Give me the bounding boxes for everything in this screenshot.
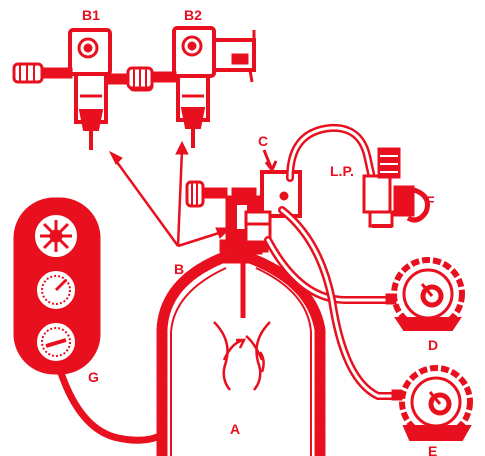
gauge-console-g: [13, 197, 101, 375]
label-f: F: [426, 193, 435, 209]
label-e: E: [428, 443, 437, 456]
pointer-arrows: [108, 140, 232, 248]
label-b: B: [174, 261, 184, 277]
cylinder-valve: [185, 180, 269, 255]
handwheel-icon: [185, 180, 228, 208]
compass-icon: [33, 213, 79, 259]
handwheel-icon: [126, 66, 177, 90]
second-stage-f: [362, 147, 430, 228]
label-d: D: [428, 337, 438, 353]
label-c: C: [258, 133, 268, 149]
label-lp: L.P.: [330, 163, 354, 179]
cylinder-outline: [156, 252, 326, 456]
labels: B1 B2 C L.P. F B G D E A: [82, 7, 438, 456]
air-flow-arrows-icon: [213, 321, 271, 391]
gauge-e: [391, 365, 473, 441]
cylinder: [156, 252, 326, 456]
depth-gauge-icon: [35, 269, 77, 311]
handwheel-icon: [12, 62, 73, 84]
label-b1: B1: [82, 7, 100, 23]
gauge-d: [385, 257, 465, 331]
valve-b2: [126, 26, 256, 148]
label-a: A: [230, 421, 240, 437]
label-b2: B2: [184, 7, 202, 23]
pressure-gauge-icon: [35, 321, 77, 363]
hose-to-console-g: [56, 366, 168, 444]
label-g: G: [88, 369, 99, 385]
valve-b1: [12, 28, 154, 150]
hoses: [56, 123, 398, 444]
